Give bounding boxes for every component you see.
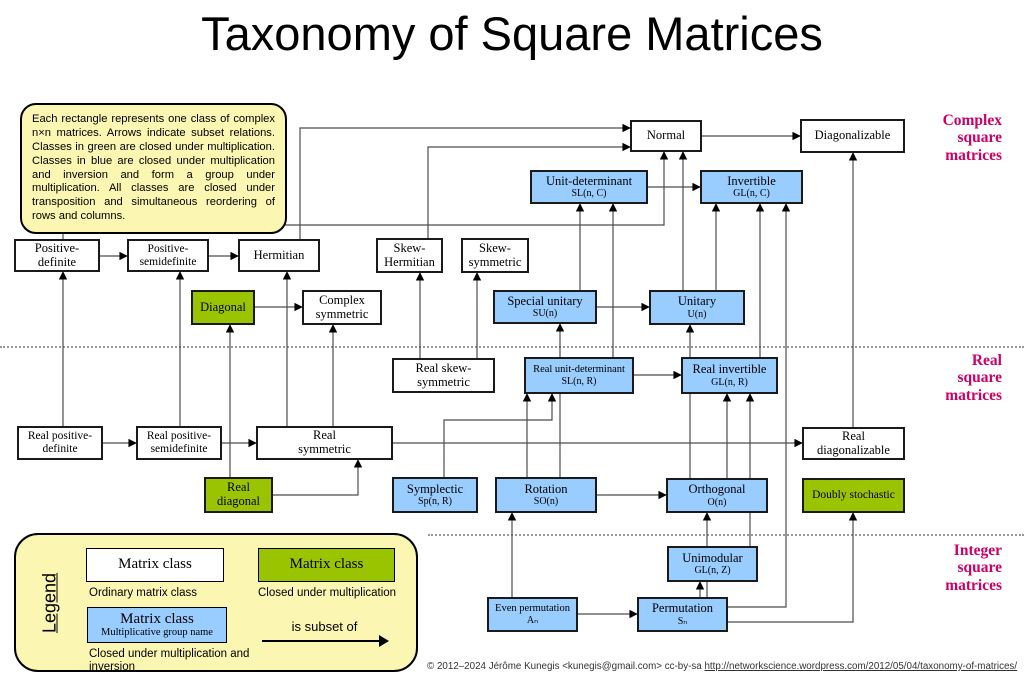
legend-sample-blue-sub: Multiplicative group name <box>101 627 213 639</box>
edge-hermitian-to-normal <box>299 123 631 239</box>
legend-sample-green-label: Matrix class <box>289 556 364 573</box>
legend-sample-blue: Matrix class Multiplicative group name <box>87 607 227 643</box>
legend-sample-blue-label: Matrix class <box>120 610 194 627</box>
legend-arrow-label: is subset of <box>291 619 358 634</box>
legend-caption-green: Closed under multiplication <box>258 587 397 599</box>
legend-caption-blue: Closed under multiplication and inversio… <box>89 648 250 674</box>
note-box: Each rectangle represents one class of c… <box>20 103 287 235</box>
legend-caption-white: Ordinary matrix class <box>89 587 197 599</box>
footer: © 2012–2024 Jérôme Kunegis <kunegis@gmai… <box>427 661 1017 672</box>
note-text: Each rectangle represents one class of c… <box>32 113 275 223</box>
footer-text: © 2012–2024 Jérôme Kunegis <kunegis@gmai… <box>427 661 702 672</box>
section-separator-1 <box>0 346 1024 348</box>
page-title: Taxonomy of Square Matrices <box>201 7 823 60</box>
footer-link[interactable]: http://networkscience.wordpress.com/2012… <box>704 661 1018 672</box>
legend-box: Legend Matrix class Ordinary matrix clas… <box>14 533 418 674</box>
legend-sample-white: Matrix class <box>86 548 224 582</box>
edge-skew-hermitian-to-normal <box>427 142 631 238</box>
section-separator-2 <box>428 534 1024 536</box>
edge-permutation-to-invertible <box>728 203 791 608</box>
legend-sample-green: Matrix class <box>258 548 395 582</box>
edge-real-diagonal-to-real-symmetric <box>273 459 363 496</box>
edge-symplectic-to-real-unit-determinant <box>443 393 557 477</box>
legend-sample-white-label: Matrix class <box>118 556 192 573</box>
legend-title: Legend <box>39 572 60 633</box>
legend-subset-arrow <box>262 636 389 646</box>
edge-permutation-to-doubly-stochastic <box>728 512 858 623</box>
